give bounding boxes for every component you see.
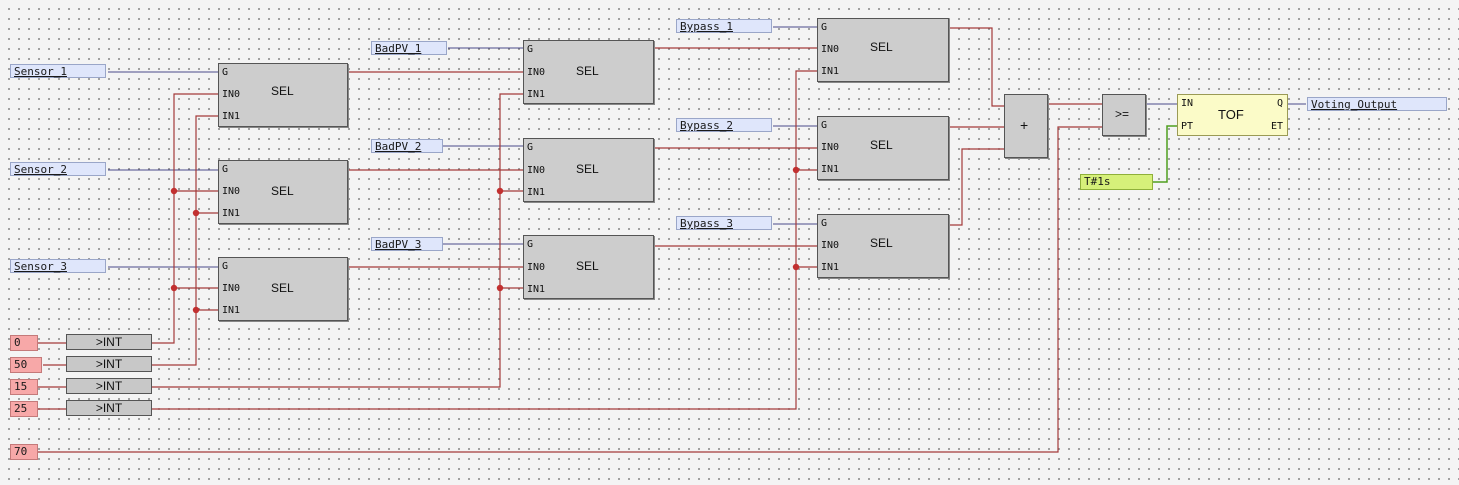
sel-block-1-3[interactable]: G IN0 IN1 SEL: [218, 257, 348, 321]
var-sensor-3[interactable]: Sensor_3: [10, 259, 106, 273]
pin-g: G: [527, 239, 534, 250]
wire-70: [38, 126, 1102, 453]
pin-g: G: [527, 142, 534, 153]
wire-int15: [151, 93, 523, 388]
wire-int0: [151, 93, 218, 344]
pin-q: Q: [1276, 98, 1283, 109]
pin-in0: IN0: [527, 262, 546, 273]
var-badpv-2[interactable]: BadPV_2: [371, 139, 443, 153]
sel-block-3-2[interactable]: G IN0 IN1 SEL: [817, 116, 949, 180]
pin-in1: IN1: [527, 284, 546, 295]
block-name: SEL: [576, 162, 599, 176]
wire-int25: [151, 70, 817, 410]
pin-in1: IN1: [222, 305, 241, 316]
pin-in1: IN1: [222, 208, 241, 219]
sel-block-3-1[interactable]: G IN0 IN1 SEL: [817, 18, 949, 82]
to-int-block-2[interactable]: >INT: [66, 356, 152, 372]
pin-in1: IN1: [821, 164, 840, 175]
pin-in1: IN1: [527, 89, 546, 100]
block-name: +: [1020, 117, 1029, 133]
pin-g: G: [222, 261, 229, 272]
block-name: >=: [1115, 107, 1130, 121]
to-int-block-4[interactable]: >INT: [66, 400, 152, 416]
pin-in0: IN0: [222, 283, 241, 294]
pin-in: IN: [1181, 98, 1194, 109]
var-bypass-1[interactable]: Bypass_1: [676, 19, 772, 33]
pin-g: G: [222, 164, 229, 175]
sel-block-2-1[interactable]: G IN0 IN1 SEL: [523, 40, 654, 104]
pin-g: G: [821, 218, 828, 229]
var-bypass-3[interactable]: Bypass_3: [676, 216, 772, 230]
block-name: SEL: [271, 184, 294, 198]
ge-block[interactable]: >=: [1102, 94, 1146, 136]
sel-block-3-3[interactable]: G IN0 IN1 SEL: [817, 214, 949, 278]
block-name: SEL: [870, 138, 893, 152]
var-badpv-1[interactable]: BadPV_1: [371, 41, 447, 55]
var-voting-output[interactable]: Voting_Output: [1307, 97, 1447, 111]
sel-block-2-2[interactable]: G IN0 IN1 SEL: [523, 138, 654, 202]
sel-block-1-1[interactable]: G IN0 IN1 SEL: [218, 63, 348, 127]
pin-in1: IN1: [821, 66, 840, 77]
pin-in0: IN0: [527, 67, 546, 78]
const-15[interactable]: 15: [10, 379, 38, 395]
block-name: SEL: [870, 40, 893, 54]
block-name: TOF: [1218, 107, 1244, 122]
pin-in0: IN0: [821, 240, 840, 251]
block-name: SEL: [576, 64, 599, 78]
tof-block[interactable]: IN PT Q ET TOF: [1177, 94, 1288, 136]
pin-in0: IN0: [222, 89, 241, 100]
const-70[interactable]: 70: [10, 444, 38, 460]
pin-g: G: [821, 120, 828, 131]
pin-in0: IN0: [821, 44, 840, 55]
pin-in1: IN1: [527, 187, 546, 198]
sel-block-1-2[interactable]: G IN0 IN1 SEL: [218, 160, 348, 224]
block-name: SEL: [576, 259, 599, 273]
to-int-block-3[interactable]: >INT: [66, 378, 152, 394]
const-25[interactable]: 25: [10, 401, 38, 417]
pin-in0: IN0: [222, 186, 241, 197]
var-sensor-2[interactable]: Sensor_2: [10, 162, 106, 176]
pin-in0: IN0: [527, 165, 546, 176]
const-0[interactable]: 0: [10, 335, 38, 351]
pin-g: G: [222, 67, 229, 78]
pin-pt: PT: [1181, 121, 1194, 132]
wire-int50: [151, 115, 218, 366]
wire-time: [1153, 125, 1177, 183]
pin-g: G: [821, 22, 828, 33]
sel-block-2-3[interactable]: G IN0 IN1 SEL: [523, 235, 654, 299]
var-sensor-1[interactable]: Sensor_1: [10, 64, 106, 78]
pin-et: ET: [1270, 121, 1283, 132]
pin-in1: IN1: [222, 111, 241, 122]
var-badpv-3[interactable]: BadPV_3: [371, 237, 443, 251]
pin-in0: IN0: [821, 142, 840, 153]
block-name: SEL: [870, 236, 893, 250]
block-name: SEL: [271, 281, 294, 295]
const-50[interactable]: 50: [10, 357, 42, 373]
pin-g: G: [527, 44, 534, 55]
add-block[interactable]: +: [1004, 94, 1048, 158]
const-time[interactable]: T#1s: [1080, 174, 1153, 190]
block-name: SEL: [271, 84, 294, 98]
var-bypass-2[interactable]: Bypass_2: [676, 118, 772, 132]
to-int-block-1[interactable]: >INT: [66, 334, 152, 350]
pin-in1: IN1: [821, 262, 840, 273]
